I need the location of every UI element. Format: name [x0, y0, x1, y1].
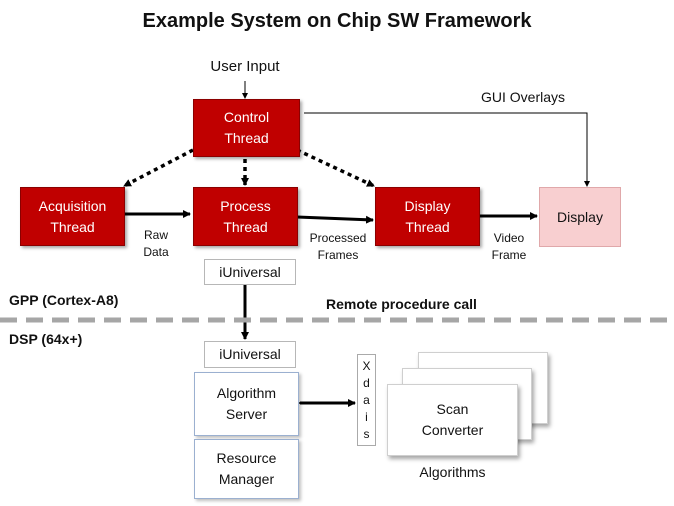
gui-overlays-label: GUI Overlays — [480, 89, 565, 105]
dsp-label: DSP (64x+) — [9, 331, 83, 347]
algorithms-label: Algorithms — [419, 464, 486, 480]
iuniversal-top-box: iUniversal — [204, 259, 296, 285]
page-title: Example System on Chip SW Framework — [142, 10, 532, 32]
display-box: Display — [539, 187, 621, 247]
gpp-label: GPP (Cortex-A8) — [9, 292, 119, 308]
rpc-label: Remote procedure call — [326, 296, 477, 312]
control-to-acquisition-arrow — [123, 148, 194, 188]
gui-overlay-arrow — [304, 112, 590, 187]
user-input-label: User Input — [210, 58, 280, 75]
control-to-display-thread-arrow — [296, 148, 375, 188]
processed-frames-arrow — [296, 215, 374, 224]
iuniversal-bottom-box: iUniversal — [204, 341, 296, 368]
